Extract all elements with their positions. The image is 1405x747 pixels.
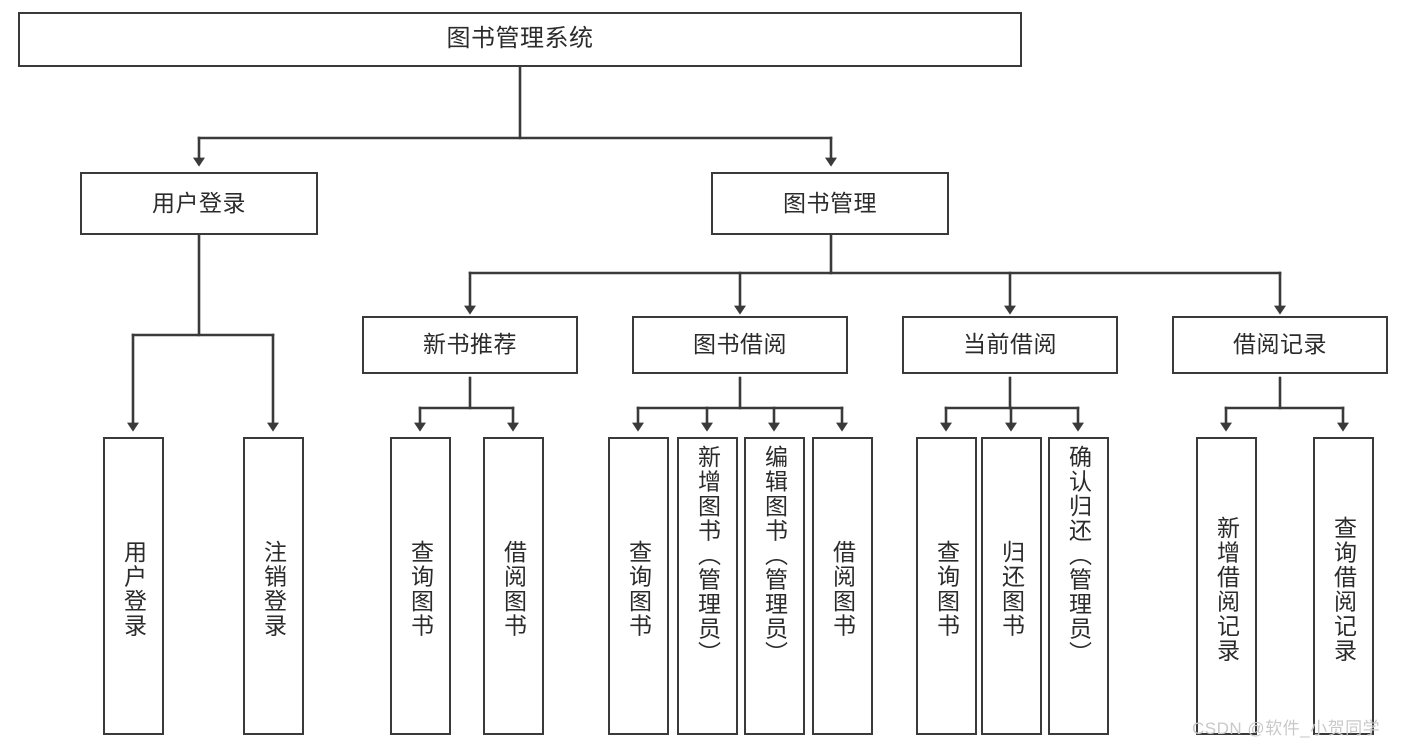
node-label: 图书管理系统 <box>446 25 594 53</box>
leaf-new-book-borrow[interactable]: 借阅图书 <box>483 437 544 735</box>
leaf-book-borrow-query[interactable]: 查询图书 <box>608 437 669 735</box>
node-label: 用户登录 <box>120 540 147 638</box>
node-label: 借阅记录 <box>1233 331 1327 358</box>
node-new-book-recommend[interactable]: 新书推荐 <box>362 316 578 374</box>
node-label: 查询借阅记录 <box>1330 515 1357 663</box>
node-label: 确认归还（管理员） <box>1065 445 1092 666</box>
node-book-management[interactable]: 图书管理 <box>711 172 949 235</box>
node-root-book-management-system[interactable]: 图书管理系统 <box>18 12 1022 67</box>
node-label: 新增图书（管理员） <box>694 445 721 666</box>
node-label: 借阅图书 <box>829 540 856 638</box>
leaf-book-borrow-add[interactable]: 新增图书（管理员） <box>677 437 738 735</box>
csdn-watermark: CSDN @软件_小贺同学 <box>1192 719 1381 738</box>
leaf-current-borrow-return[interactable]: 归还图书 <box>981 437 1042 735</box>
node-label: 新书推荐 <box>423 331 517 358</box>
node-label: 图书管理 <box>783 189 877 216</box>
node-current-borrow[interactable]: 当前借阅 <box>902 316 1118 374</box>
node-label: 归还图书 <box>998 540 1025 638</box>
node-label: 当前借阅 <box>963 331 1057 358</box>
node-user-login[interactable]: 用户登录 <box>80 172 318 235</box>
node-label: 编辑图书（管理员） <box>761 445 788 666</box>
node-borrow-record[interactable]: 借阅记录 <box>1172 316 1388 374</box>
node-label: 借阅图书 <box>500 540 527 638</box>
node-label: 图书借阅 <box>693 331 787 358</box>
leaf-book-borrow-edit[interactable]: 编辑图书（管理员） <box>744 437 805 735</box>
node-label: 查询图书 <box>407 540 434 638</box>
leaf-user-login-logout[interactable]: 注销登录 <box>243 437 304 735</box>
node-label: 查询图书 <box>625 540 652 638</box>
node-label: 注销登录 <box>260 540 287 638</box>
leaf-current-borrow-confirm-return[interactable]: 确认归还（管理员） <box>1048 437 1109 735</box>
node-label: 用户登录 <box>152 189 246 216</box>
node-label: 查询图书 <box>933 540 960 638</box>
leaf-borrow-record-add[interactable]: 新增借阅记录 <box>1196 437 1257 735</box>
leaf-current-borrow-query[interactable]: 查询图书 <box>916 437 977 735</box>
node-label: 新增借阅记录 <box>1213 515 1240 663</box>
node-book-borrow[interactable]: 图书借阅 <box>632 316 848 374</box>
leaf-borrow-record-query[interactable]: 查询借阅记录 <box>1313 437 1374 735</box>
leaf-user-login-login[interactable]: 用户登录 <box>103 437 164 735</box>
leaf-new-book-query[interactable]: 查询图书 <box>390 437 451 735</box>
leaf-book-borrow-borrow[interactable]: 借阅图书 <box>812 437 873 735</box>
